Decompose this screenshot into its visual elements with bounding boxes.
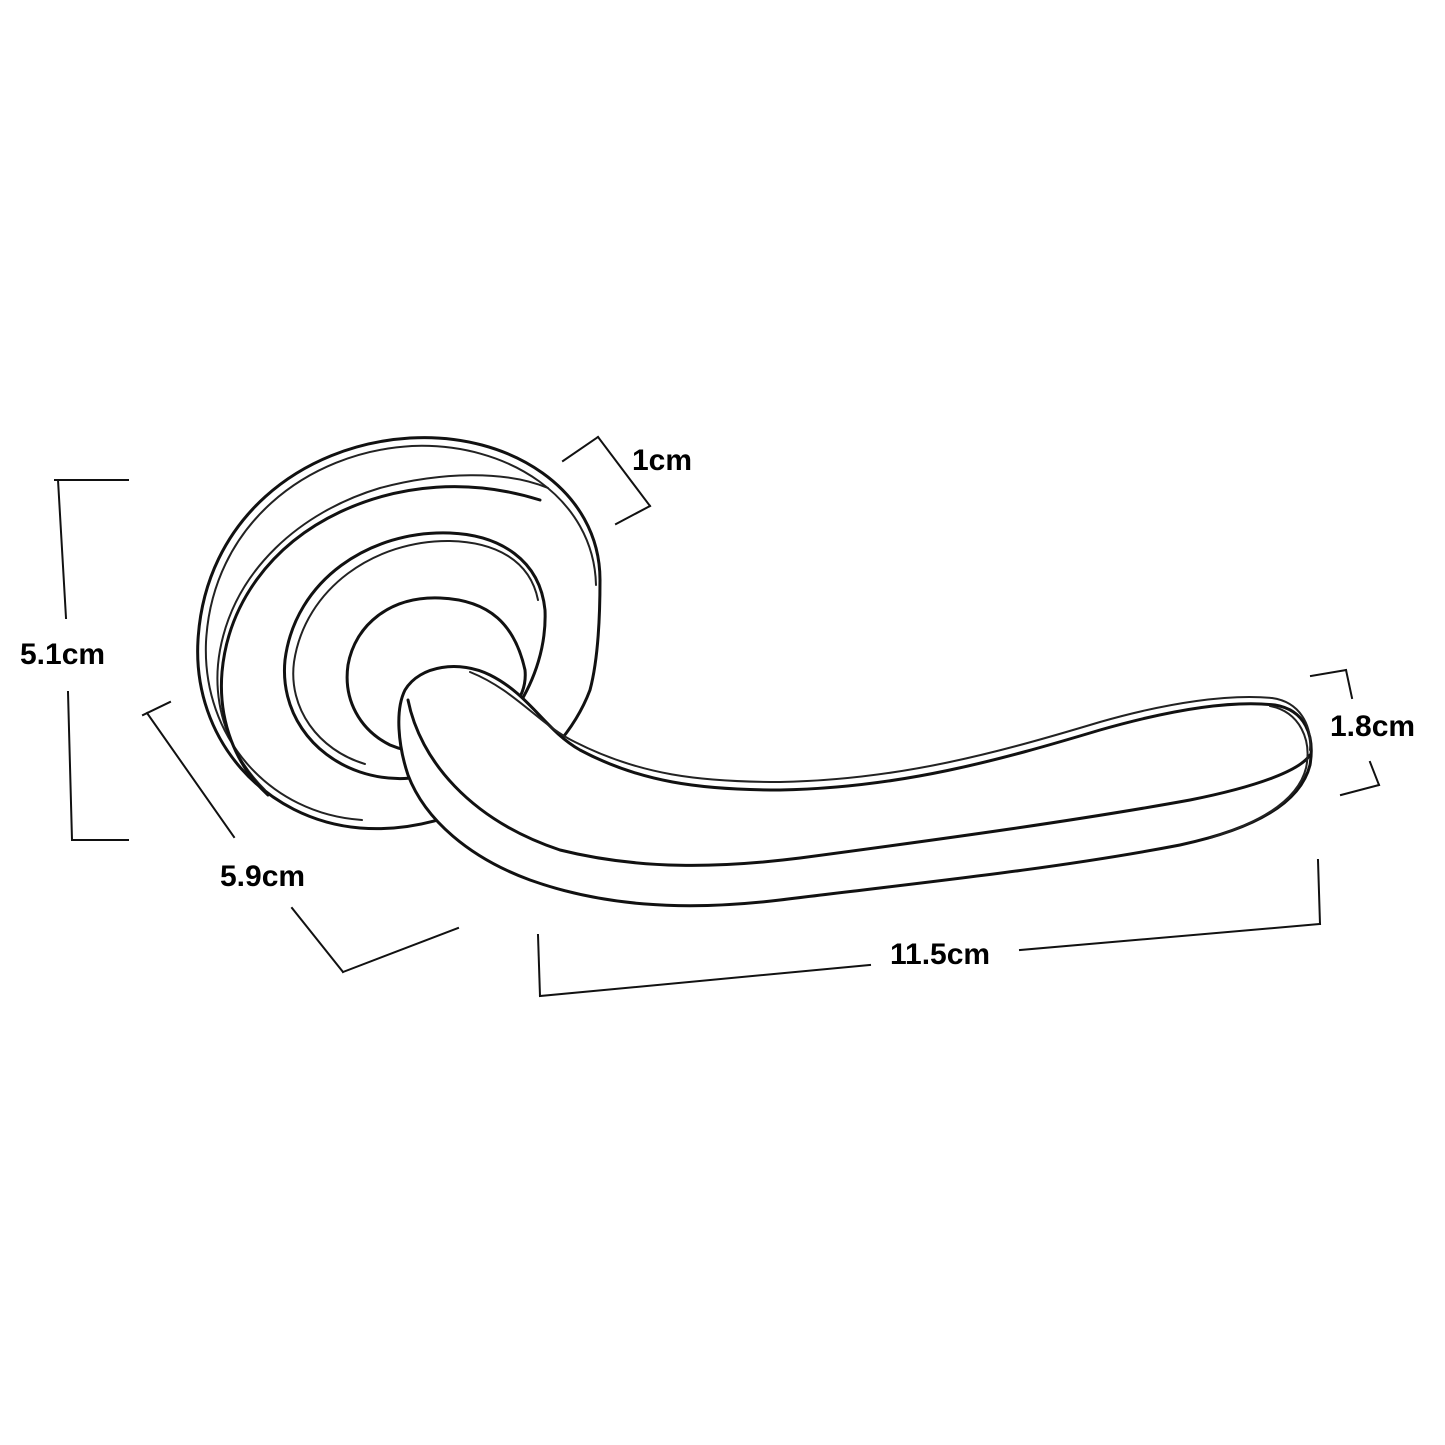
dimension-lever-length: 11.5cm <box>536 858 1322 998</box>
label-lever-length: 11.5cm <box>890 938 990 971</box>
dimension-rose-step: 1cm <box>561 435 692 526</box>
label-rose-depth: 5.9cm <box>220 860 305 893</box>
label-lever-thickness: 1.8cm <box>1330 710 1415 743</box>
dimension-rose-height: 5.1cm <box>20 478 129 842</box>
lever-body <box>397 665 1313 908</box>
label-rose-step: 1cm <box>632 444 692 477</box>
dimension-rose-depth: 5.9cm <box>141 700 460 974</box>
dimension-lever-thickness: 1.8cm <box>1309 668 1415 797</box>
label-rose-height: 5.1cm <box>20 638 105 671</box>
